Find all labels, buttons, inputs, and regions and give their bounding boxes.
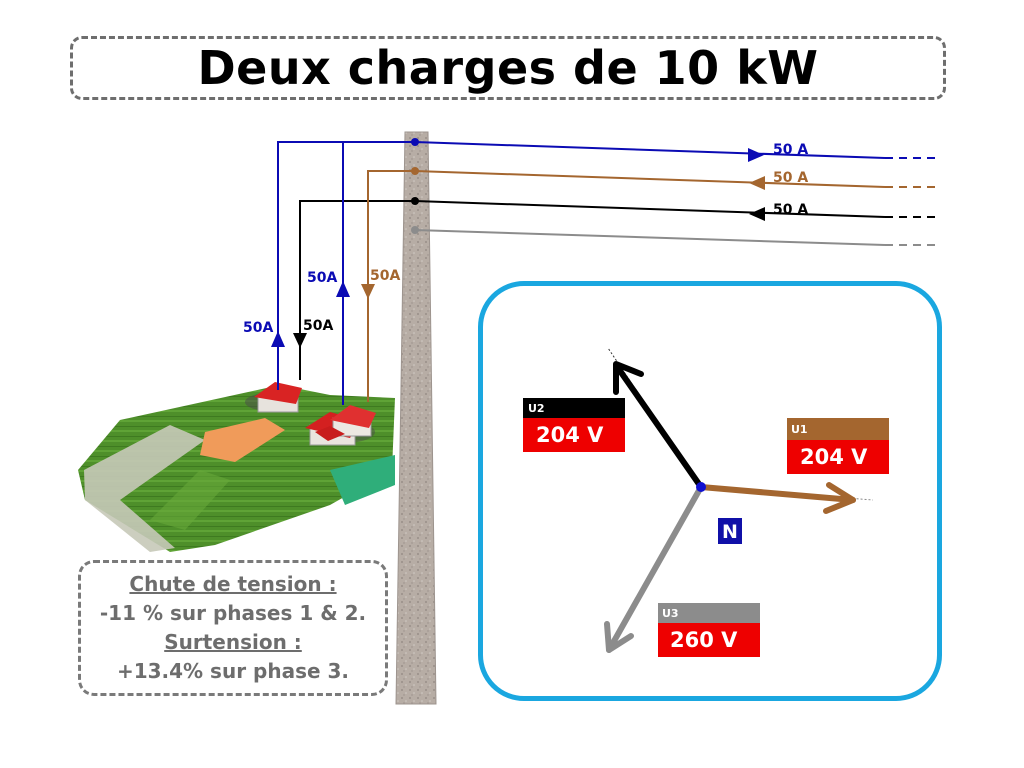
phase-blue-line (271, 138, 940, 405)
overvoltage-heading: Surtension : (164, 630, 302, 654)
phase-black-line (293, 197, 940, 380)
voltage-note-box: Chute de tension : -11 % sur phases 1 & … (78, 560, 388, 696)
blue-left-current-label: 50A (243, 320, 273, 336)
phase2-current-label: 50 A (773, 170, 808, 186)
u1-value: 204 V (800, 445, 868, 469)
u3-voltage-label: U3 260 V (658, 603, 760, 657)
voltage-drop-heading: Chute de tension : (129, 572, 337, 596)
u3-tag: U3 (662, 607, 679, 620)
u2-value: 204 V (536, 423, 604, 447)
phase3-current-label: 50 A (773, 202, 808, 218)
pole-icon (395, 131, 437, 705)
voltage-drop-value: -11 % sur phases 1 & 2. (99, 601, 367, 625)
neutral-label: N (722, 521, 738, 543)
u3-vector (606, 484, 704, 653)
phase1-current-label: 50 A (773, 142, 808, 158)
black-left-current-label: 50A (303, 318, 333, 334)
phasor-diagram (604, 347, 874, 653)
u2-voltage-label: U2 204 V (523, 398, 625, 452)
title-box: Deux charges de 10 kW (70, 36, 946, 100)
neutral-line (411, 226, 940, 246)
blue-right-current-label: 50A (307, 270, 337, 286)
page-title: Deux charges de 10 kW (197, 41, 819, 95)
house-icon (254, 382, 302, 413)
u2-vector (615, 365, 704, 490)
overvoltage-value: +13.4% sur phase 3. (116, 659, 350, 683)
phase-brown-line (361, 167, 940, 402)
u2-tag: U2 (528, 402, 545, 415)
neutral-point (696, 482, 706, 492)
neutral-badge: N (718, 518, 742, 544)
u1-voltage-label: U1 204 V (787, 418, 889, 474)
houses-cluster-icon (305, 405, 376, 446)
brown-right-current-label: 50A (370, 268, 400, 284)
u1-tag: U1 (791, 423, 808, 436)
u1-vector (698, 484, 856, 503)
phasor-frame (478, 281, 942, 701)
u3-value: 260 V (670, 628, 738, 652)
